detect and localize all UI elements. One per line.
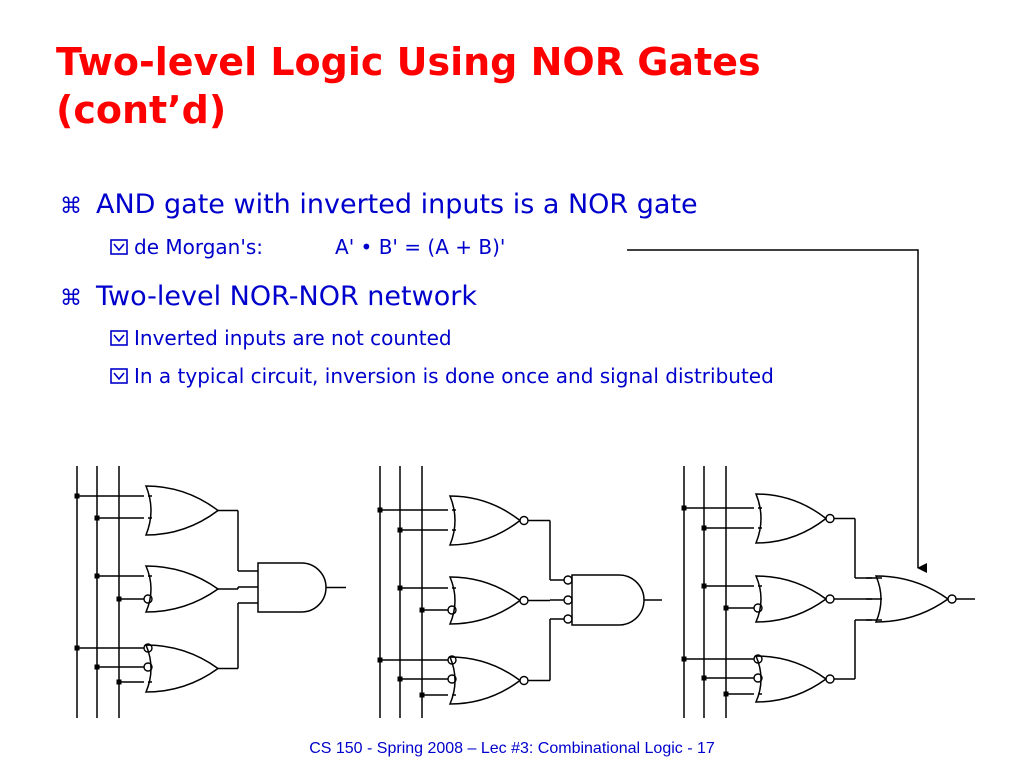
nor-gate [754,493,828,544]
output-bubble [519,675,529,686]
nor-gate [874,575,950,623]
and-gate [257,562,327,613]
second-input-bubble [563,595,573,605]
sub-bullet-text: Inverted inputs are not counted [134,326,452,350]
second-level-gate [218,509,346,670]
nor-gate [448,656,522,705]
or-gate [144,485,220,536]
first-level-gate-2 [701,575,835,623]
nor-gate [448,495,522,546]
checkbox-icon [110,365,128,384]
first-level-gate-1 [681,493,835,544]
sub-bullet-inverted-inputs: Inverted inputs are not counted [110,326,452,350]
and-or-circuit [74,466,346,718]
output-bubble [825,594,835,604]
first-level-gate-3 [377,655,529,705]
slide-title-line2: (cont’d) [56,88,227,132]
second-level-gate [528,519,662,682]
command-key-icon: ⌘ [60,286,82,311]
bullet-nor-nor: ⌘ Two-level NOR-NOR network [60,281,477,312]
bullet-text: AND gate with inverted inputs is a NOR g… [96,189,698,220]
bullet-text: Two-level NOR-NOR network [96,281,477,312]
first-level-gate-3 [681,654,835,703]
first-level-gate-3 [74,643,220,693]
de-morgan-formula: A' • B' = (A + B)' [335,235,506,259]
output-bubble [519,515,529,526]
nor-gate [448,576,522,625]
nor-nor-circuit [681,466,975,718]
first-level-gate-1 [377,495,529,546]
second-level-gate [834,517,975,680]
slide-footer: CS 150 - Spring 2008 – Lec #3: Combinati… [309,740,715,757]
output-bubble [519,595,529,606]
first-level-gate-2 [397,576,529,625]
second-input-bubble [563,575,573,585]
de-morgan-label: de Morgan's: [134,235,264,259]
sub-bullet-text: In a typical circuit, inversion is done … [134,364,774,388]
input-bubble [753,673,763,683]
output-bubble [825,513,835,524]
slide-title: Two-level Logic Using NOR Gates (cont’d) [56,38,761,134]
or-gate [144,644,220,693]
input-bubble [143,662,153,672]
first-level-gate-1 [74,485,220,536]
and-gate [571,574,645,626]
or-gate [144,565,220,613]
nand-style-circuit [377,466,662,718]
nor-gate [754,575,828,623]
input-bubble [447,674,457,684]
bullet-and-gate: ⌘ AND gate with inverted inputs is a NOR … [60,189,698,220]
output-bubble [947,594,957,604]
demorgan-arrow [627,249,927,573]
output-bubble [825,674,835,684]
nor-gate [754,655,828,703]
first-level-gate-2 [94,565,220,613]
command-key-icon: ⌘ [60,194,82,219]
second-input-bubble [563,614,573,624]
checkbox-icon [110,236,128,255]
slide-title-line1: Two-level Logic Using NOR Gates [56,40,761,84]
sub-bullet-inversion: In a typical circuit, inversion is done … [110,364,774,388]
sub-bullet-de-morgan: de Morgan's: A' • B' = (A + B)' [110,235,505,259]
checkbox-icon [110,327,128,346]
